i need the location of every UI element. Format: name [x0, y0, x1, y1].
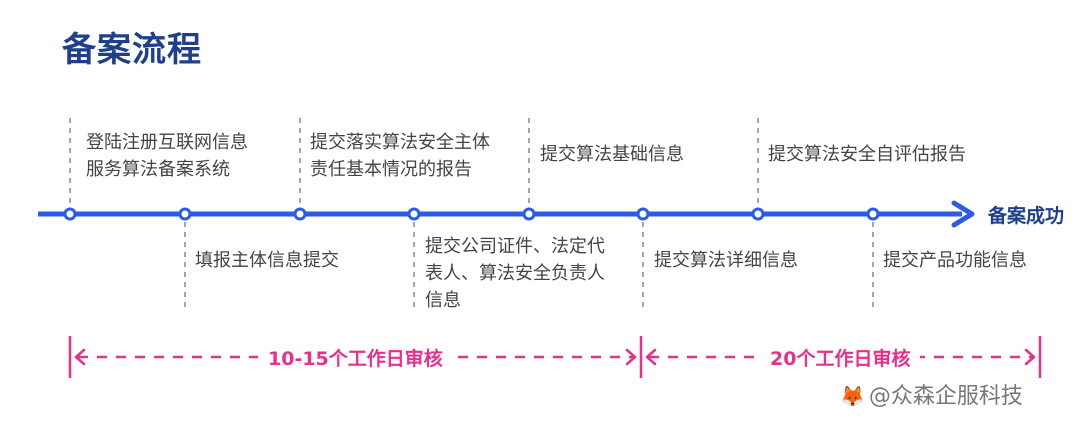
timeline-node — [866, 207, 880, 221]
step-line: 服务算法备案系统 — [86, 159, 230, 180]
watermark: 🦊@众森企服科技 — [840, 378, 1023, 410]
timeline-node — [63, 207, 77, 221]
timeline-node — [636, 207, 650, 221]
watermark-text: @众森企服科技 — [868, 384, 1023, 409]
page-title: 备案流程 — [62, 30, 202, 70]
step-line: 提交算法详细信息 — [654, 250, 798, 271]
step-line: 信息 — [425, 290, 461, 311]
timeline-arrowhead — [951, 200, 975, 228]
phase-2-arrow-left — [645, 348, 657, 366]
end-label: 备案成功 — [988, 205, 1065, 227]
step-fill-entity-info: 填报主体信息提交 — [195, 247, 339, 274]
step-line: 提交落实算法安全主体 — [310, 132, 490, 153]
phase-1-label: 10-15个工作日审核 — [258, 344, 453, 371]
timeline-node — [751, 207, 765, 221]
step-line: 填报主体信息提交 — [195, 250, 339, 271]
phase-2-arrow-right — [1024, 348, 1036, 366]
timeline-node — [522, 207, 536, 221]
step-line: 提交算法基础信息 — [540, 144, 684, 165]
timeline-node — [293, 207, 307, 221]
step-line: 责任基本情况的报告 — [310, 159, 472, 180]
step-algorithm-basic-info: 提交算法基础信息 — [540, 141, 684, 168]
step-security-report: 提交落实算法安全主体 责任基本情况的报告 — [310, 129, 490, 183]
phase-2-label: 20个工作日审核 — [760, 344, 921, 371]
step-algorithm-detail-info: 提交算法详细信息 — [654, 247, 798, 274]
step-line: 提交算法安全自评估报告 — [768, 144, 966, 165]
timeline-node — [407, 207, 421, 221]
timeline-node — [178, 207, 192, 221]
sohu-fox-icon: 🦊 — [840, 384, 865, 408]
phase-1-arrow-right — [625, 348, 637, 366]
step-line: 提交产品功能信息 — [883, 250, 1027, 271]
step-line: 登陆注册互联网信息 — [86, 132, 248, 153]
step-company-documents: 提交公司证件、法定代 表人、算法安全负责人 信息 — [425, 233, 605, 314]
step-line: 表人、算法安全负责人 — [425, 263, 605, 284]
phase-1-arrow-left — [74, 348, 86, 366]
step-self-assessment-report: 提交算法安全自评估报告 — [768, 141, 966, 168]
step-register-system: 登陆注册互联网信息 服务算法备案系统 — [86, 129, 248, 183]
step-product-function-info: 提交产品功能信息 — [883, 247, 1027, 274]
step-line: 提交公司证件、法定代 — [425, 236, 605, 257]
